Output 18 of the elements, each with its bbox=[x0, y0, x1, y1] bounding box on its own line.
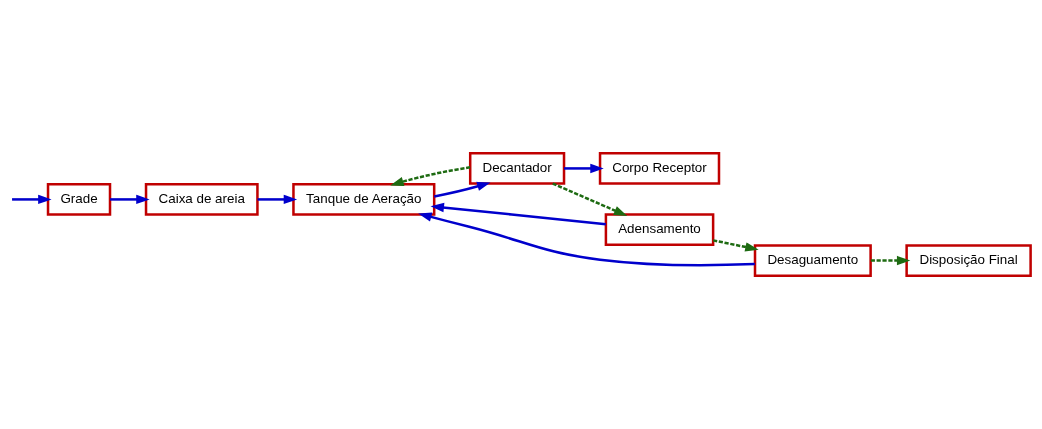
arrow bbox=[430, 202, 606, 226]
arrow bbox=[390, 166, 471, 187]
arrow bbox=[564, 163, 604, 174]
node-box: Caixa de areia bbox=[144, 183, 259, 216]
node-box: Desaguamento bbox=[753, 244, 872, 277]
node-box: Adensamento bbox=[604, 213, 715, 246]
node-box: Disposição Final bbox=[905, 244, 1032, 277]
arrow bbox=[110, 194, 150, 205]
arrow bbox=[257, 194, 298, 205]
arrow bbox=[12, 194, 52, 205]
arrow bbox=[552, 182, 628, 216]
node-box: Corpo Receptor bbox=[598, 152, 721, 185]
arrow bbox=[434, 181, 491, 198]
node-box: Decantador bbox=[468, 152, 566, 185]
node-box: Tanque de Aeração bbox=[292, 183, 436, 216]
node-box: Grade bbox=[46, 183, 112, 216]
arrow bbox=[870, 255, 911, 266]
arrow bbox=[712, 239, 759, 252]
